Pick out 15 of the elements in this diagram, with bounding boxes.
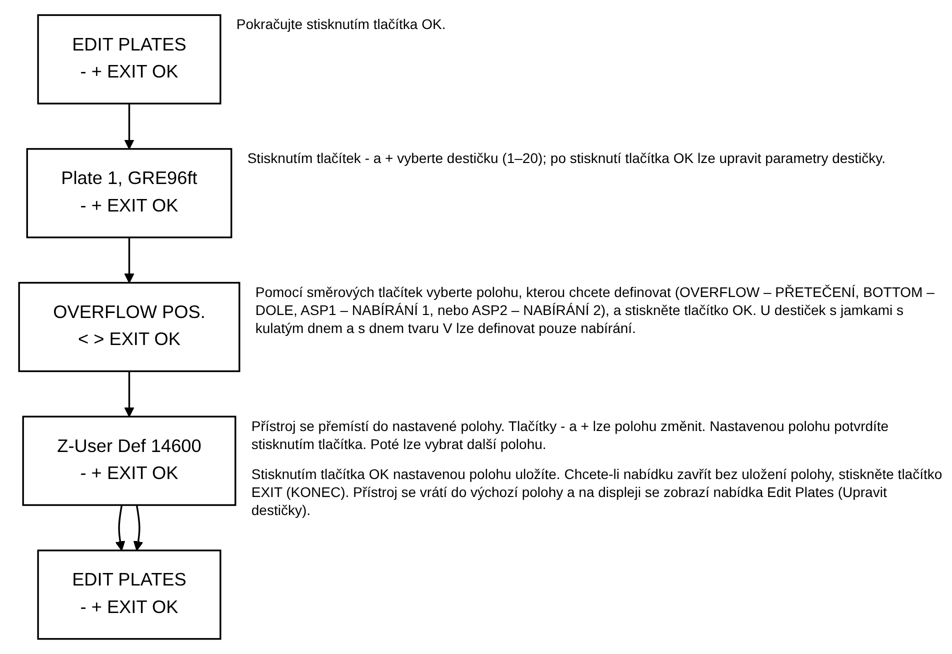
instruction-text: Pomocí směrových tlačítek vyberte polohu, kterou chcete definovat (OVERFLOW – PŘETEČENÍ, BOTTOM – DOLE, ASP1 – NABÍRÁNÍ 1, nebo ASP2 – NABÍRÁNÍ 2), a stiskněte tlačítko OK. U destiček s jamkami s kulatým dnem a s dnem tvaru V lze definovat pouze nabírání. [255,282,936,338]
node-box: Plate 1, GRE96ft - + EXIT OK [26,148,232,238]
arrow [124,371,134,418]
node-box: Z-User Def 14600 - + EXIT OK [22,416,236,506]
instruction-text: Stisknutím tlačítka OK nastavenou polohu uložíte. Chcete-li nabídku zavřít bez uložení polohy, stiskněte tlačítko EXIT (KONEC). Přístroj se vrátí do výchozí polohy a na displeji se zobrazí nabídka Edit Plates (Upravit destičky). [251,464,944,520]
arrow [133,504,144,551]
instruction-text: Pokračujte stisknutím tlačítka OK. [236,15,447,34]
arrow [115,504,126,551]
instruction-text: Přístroj se přemístí do nastavené polohy. Tlačítky - a + lze polohu změnit. Nastavenou polohu potvrdíte stisknutím tlačítka. Poté lze vybrat další polohu. [251,416,890,453]
arrow [124,104,134,150]
node-box: EDIT PLATES - + EXIT OK [37,550,222,640]
instruction-text: Stisknutím tlačítek - a + vyberte destičku (1–20); po stisknutí tlačítka OK lze upravit parametry destičky. [247,148,887,168]
node-box: OVERFLOW POS. < > EXIT OK [18,282,240,372]
arrow [124,237,134,284]
node-box: EDIT PLATES - + EXIT OK [37,14,222,104]
